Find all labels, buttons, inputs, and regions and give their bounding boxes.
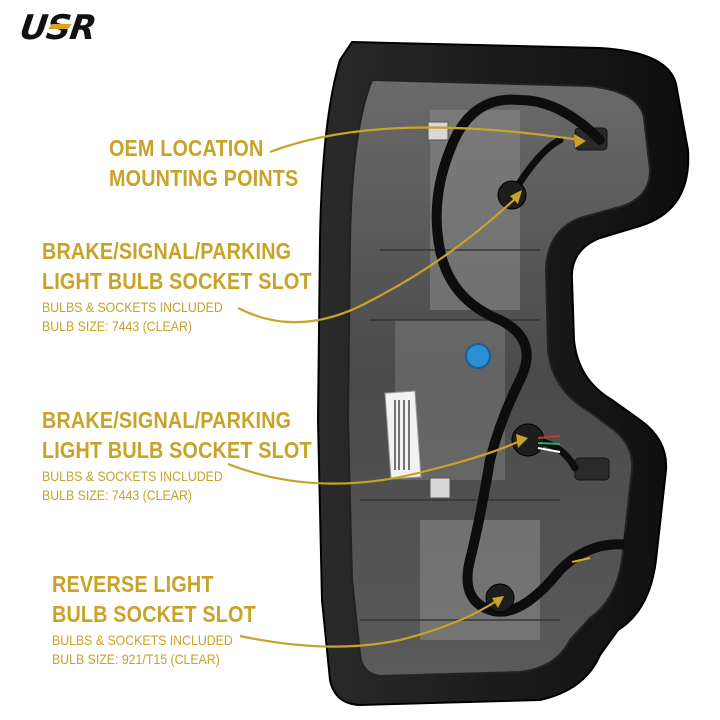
callout-title-line: OEM LOCATION bbox=[109, 135, 264, 161]
callout-subtitle-line: BULBS & SOCKETS INCLUDED bbox=[52, 632, 233, 648]
mounting-point-mid bbox=[574, 457, 610, 481]
callout-brake-socket-lower: BRAKE/SIGNAL/PARKING LIGHT BULB SOCKET S… bbox=[42, 405, 356, 505]
callout-leader-reverse bbox=[239, 599, 499, 648]
callout-title-line: LIGHT BULB SOCKET SLOT bbox=[42, 268, 312, 294]
bulb-socket-middle bbox=[511, 423, 545, 457]
callout-arrow-reverse bbox=[492, 596, 504, 608]
callout-reverse-socket: REVERSE LIGHT BULB SOCKET SLOT BULBS & S… bbox=[52, 569, 289, 669]
callout-subtitle-line: BULB SIZE: 7443 (CLEAR) bbox=[42, 318, 192, 334]
product-label-sticker bbox=[384, 390, 422, 480]
callout-title-line: REVERSE LIGHT bbox=[52, 571, 214, 597]
callout-leader-brake-lower bbox=[227, 439, 523, 485]
callout-arrow-oem bbox=[574, 134, 586, 148]
callout-brake-socket-upper: BRAKE/SIGNAL/PARKING LIGHT BULB SOCKET S… bbox=[42, 236, 356, 336]
callout-title-line: BRAKE/SIGNAL/PARKING bbox=[42, 238, 292, 264]
callout-oem-mounting: OEM LOCATION MOUNTING POINTS bbox=[109, 133, 329, 193]
callout-subtitle-line: BULB SIZE: 7443 (CLEAR) bbox=[42, 487, 192, 503]
callout-leader-oem bbox=[269, 126, 581, 154]
callout-arrow-brake-upper bbox=[510, 190, 522, 204]
callout-subtitle-line: BULB SIZE: 921/T15 (CLEAR) bbox=[52, 651, 220, 667]
callout-arrow-brake-lower bbox=[516, 434, 528, 448]
mounting-clip-lower bbox=[429, 477, 451, 499]
callout-title-line: MOUNTING POINTS bbox=[109, 165, 299, 191]
wire-connector bbox=[624, 532, 646, 562]
callout-leader-brake-upper bbox=[237, 195, 519, 324]
callout-title-line: BRAKE/SIGNAL/PARKING bbox=[42, 407, 292, 433]
vent-cap bbox=[465, 343, 491, 369]
callout-title-line: LIGHT BULB SOCKET SLOT bbox=[42, 437, 312, 463]
callout-subtitle-line: BULBS & SOCKETS INCLUDED bbox=[42, 299, 223, 315]
mounting-clip-left bbox=[427, 121, 449, 141]
callout-subtitle-line: BULBS & SOCKETS INCLUDED bbox=[42, 468, 223, 484]
callout-title-line: BULB SOCKET SLOT bbox=[52, 601, 256, 627]
